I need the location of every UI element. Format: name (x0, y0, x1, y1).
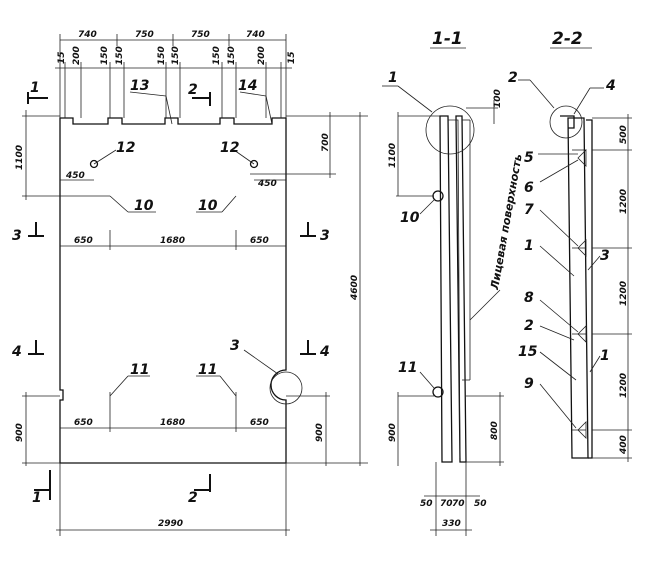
callout-14: 14 (238, 78, 257, 94)
section-mark-3-left: 3 (12, 222, 44, 244)
dim-bot-650b: 650 (250, 418, 269, 428)
detail-circle-1 (425, 105, 475, 155)
dim-150d: 150 (171, 46, 181, 65)
callout-7: 7 (524, 202, 534, 218)
dim-s2-400: 400 (619, 435, 629, 455)
dim-mid-650a: 650 (74, 236, 93, 246)
dim-150c: 150 (157, 46, 167, 65)
dim-top-750b: 750 (191, 30, 210, 40)
dim-right-700: 700 (321, 133, 331, 152)
dim-left-1100: 1100 (15, 145, 25, 170)
dim-bot-650a: 650 (74, 418, 93, 428)
section-mark-1-top: 1 (27, 80, 48, 104)
callout-8: 8 (524, 290, 534, 306)
callout-10a: 10 (134, 198, 154, 214)
dim-150b: 150 (115, 46, 125, 65)
svg-text:3: 3 (12, 228, 22, 244)
section-mark-4-left: 4 (11, 340, 44, 360)
callout-13: 13 (130, 78, 149, 94)
dim-s1-70b: 70 (452, 499, 465, 509)
dim-s2-1200b: 1200 (619, 281, 629, 306)
dim-450a: 450 (65, 171, 85, 181)
detail-circle-3 (269, 371, 303, 405)
hole-12-right (249, 159, 259, 169)
dim-s1-1100: 1100 (388, 143, 398, 168)
dim-15a: 15 (57, 51, 67, 64)
dim-s2-1200a: 1200 (619, 189, 629, 214)
svg-text:3: 3 (320, 228, 330, 244)
section-mark-2-bottom: 2 (188, 474, 211, 506)
callout-2b: 2 (524, 318, 534, 334)
dim-150e: 150 (212, 46, 222, 65)
callout-10c: 10 (400, 210, 420, 226)
dim-width-2990: 2990 (158, 519, 183, 529)
dim-s1-50b: 50 (474, 499, 487, 509)
dim-s1-900-left: 900 (388, 423, 398, 442)
callout-5: 5 (524, 150, 534, 166)
callout-12a: 12 (116, 140, 135, 156)
callout-1: 1 (388, 70, 398, 86)
dim-s1-50a: 50 (420, 499, 433, 509)
dim-s1-100: 100 (493, 89, 503, 108)
panel-outline (59, 117, 287, 464)
callout-9: 9 (524, 376, 534, 392)
svg-text:1: 1 (32, 490, 42, 506)
dim-top-740b: 740 (246, 30, 265, 40)
callout-3: 3 (230, 338, 240, 354)
dim-200: 200 (72, 46, 82, 65)
dim-mid-650b: 650 (250, 236, 269, 246)
callout-11c: 11 (398, 360, 417, 376)
callout-11b: 11 (198, 362, 217, 378)
dim-s1-70a: 70 (440, 499, 453, 509)
svg-text:2: 2 (188, 490, 198, 506)
front-view: 740 750 750 740 15 200 150 150 150 150 1… (11, 30, 368, 536)
callout-3b: 3 (600, 248, 610, 264)
callout-1c: 1 (600, 348, 610, 364)
dim-450b: 450 (257, 179, 277, 189)
dim-s1-330: 330 (442, 519, 461, 529)
dim-15b: 15 (287, 51, 297, 64)
callout-10b: 10 (198, 198, 218, 214)
callout-6: 6 (524, 180, 534, 196)
detail-circle-2 (549, 105, 583, 139)
dim-top-750a: 750 (135, 30, 154, 40)
section-mark-2-top: 2 (188, 82, 211, 106)
section-mark-3-right: 3 (300, 222, 330, 244)
dim-200b: 200 (257, 46, 267, 65)
section-2-2: 2-2 2 4 5 6 7 1 3 8 2 15 (508, 29, 632, 462)
callout-1b: 1 (524, 238, 534, 254)
dim-s2-500: 500 (619, 125, 629, 144)
callout-2: 2 (508, 70, 518, 86)
dim-right-900: 900 (315, 423, 325, 442)
section-title-1-1: 1-1 (432, 29, 463, 49)
dim-bot-1680: 1680 (160, 418, 185, 428)
dim-s1-800: 800 (490, 421, 500, 440)
dim-150f: 150 (227, 46, 237, 65)
dim-150a: 150 (100, 46, 110, 65)
section-1-1: 1-1 1 10 11 1100 100 900 800 Лицевая (382, 29, 525, 536)
dim-left-900: 900 (15, 423, 25, 442)
svg-text:2: 2 (188, 82, 198, 98)
svg-text:4: 4 (319, 344, 330, 360)
section-mark-1-bottom: 1 (32, 470, 51, 506)
callout-12b: 12 (220, 140, 239, 156)
callout-4: 4 (605, 78, 616, 94)
svg-text:1: 1 (30, 80, 40, 96)
hole-12-left (89, 159, 99, 169)
svg-text:4: 4 (11, 344, 22, 360)
callout-15: 15 (518, 344, 538, 360)
dim-total-4600: 4600 (350, 275, 360, 301)
note-front-face: Лицевая поверхность (488, 153, 525, 291)
dim-top-740a: 740 (78, 30, 97, 40)
dim-mid-1680: 1680 (160, 236, 185, 246)
dim-s2-1200c: 1200 (619, 373, 629, 398)
section-title-2-2: 2-2 (552, 29, 583, 49)
callout-11a: 11 (130, 362, 149, 378)
section-mark-4-right: 4 (300, 340, 330, 360)
